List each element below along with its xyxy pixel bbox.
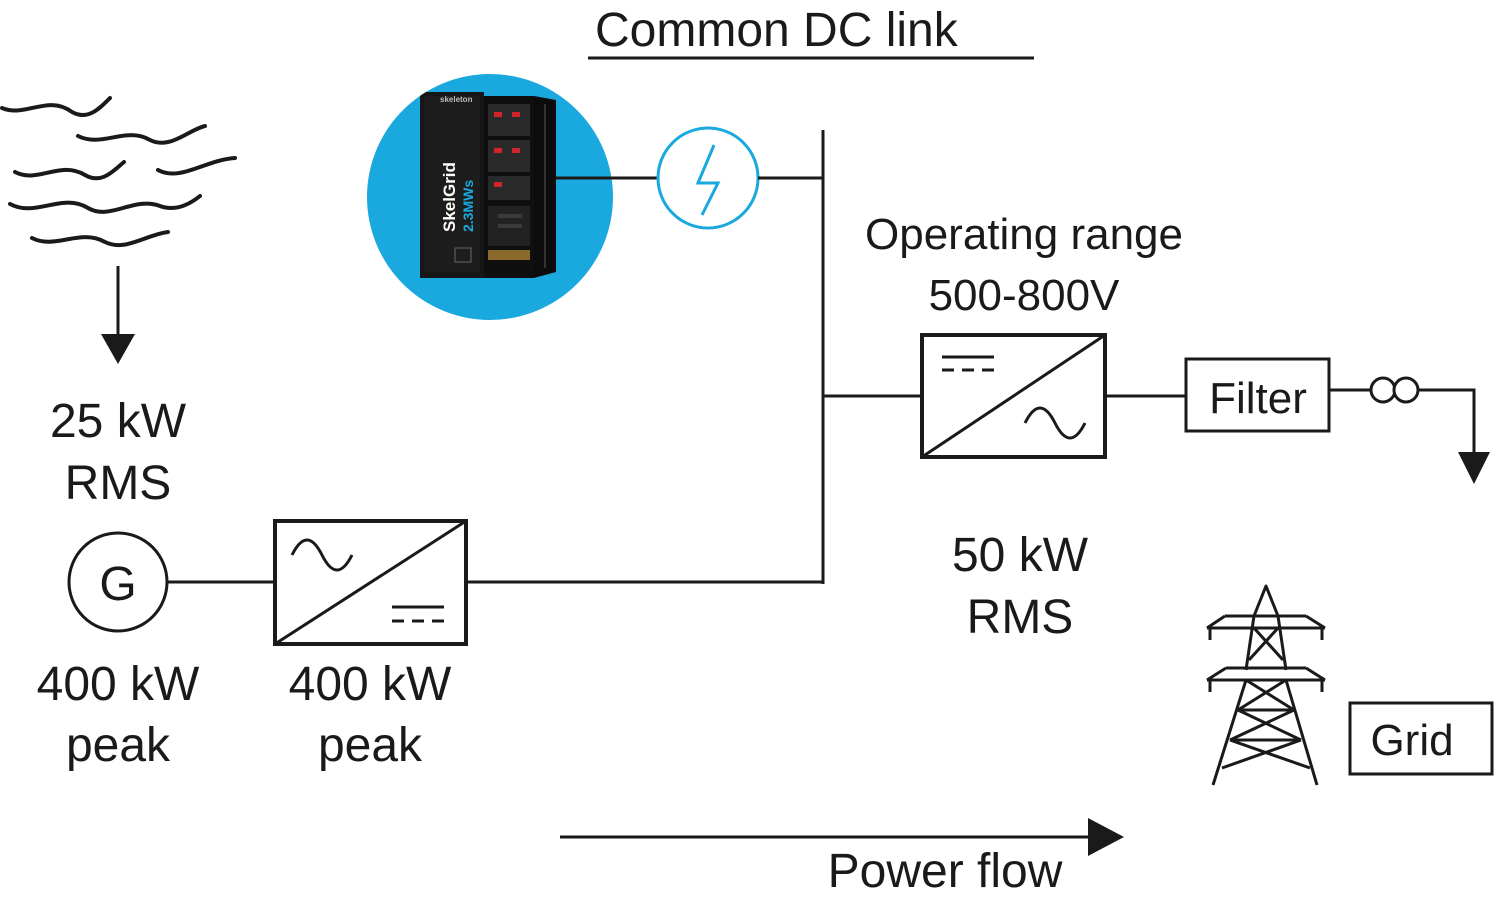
grid-feed-arrow-icon <box>1458 452 1490 484</box>
generator-icon: G <box>67 531 169 633</box>
generator-power-unit: peak <box>66 719 171 772</box>
inverter-power-value: 50 kW <box>952 529 1089 582</box>
right-arrow-icon <box>560 818 1124 856</box>
power-tower-icon <box>1206 584 1326 786</box>
down-arrow-icon <box>101 266 135 364</box>
grid-label: Grid <box>1370 716 1453 765</box>
cabinet-brand: skeleton <box>440 95 473 104</box>
wave-power-value: 25 kW <box>50 395 187 448</box>
grid-box: Grid <box>1348 701 1494 776</box>
operating-range-value: 500-800V <box>929 271 1120 320</box>
rectifier-power-unit: peak <box>318 719 423 772</box>
generator-power-value: 400 kW <box>37 658 200 711</box>
lightning-icon <box>656 126 760 230</box>
cabinet-image: skeleton SkelGrid 2.3MWs <box>420 92 556 278</box>
waves-icon <box>0 96 237 248</box>
ac-dc-converter-icon <box>273 519 468 646</box>
storage-unit: skeleton SkelGrid 2.3MWs <box>367 74 613 320</box>
cabinet-rating: 2.3MWs <box>460 180 476 232</box>
dc-ac-converter-icon <box>920 333 1107 459</box>
cabinet-product: SkelGrid <box>440 162 459 232</box>
generator-symbol: G <box>99 558 136 611</box>
power-flow-label: Power flow <box>828 845 1063 898</box>
filter-label: Filter <box>1209 374 1307 423</box>
grid-feed-line <box>1418 388 1476 454</box>
transformer-icon <box>1369 376 1420 404</box>
rectifier-power-value: 400 kW <box>289 658 452 711</box>
diagram-title: Common DC link <box>595 4 959 57</box>
filter-box: Filter <box>1184 357 1331 433</box>
wave-power-unit: RMS <box>65 457 172 510</box>
inverter-power-unit: RMS <box>967 591 1074 644</box>
operating-range-label: Operating range <box>865 210 1183 259</box>
